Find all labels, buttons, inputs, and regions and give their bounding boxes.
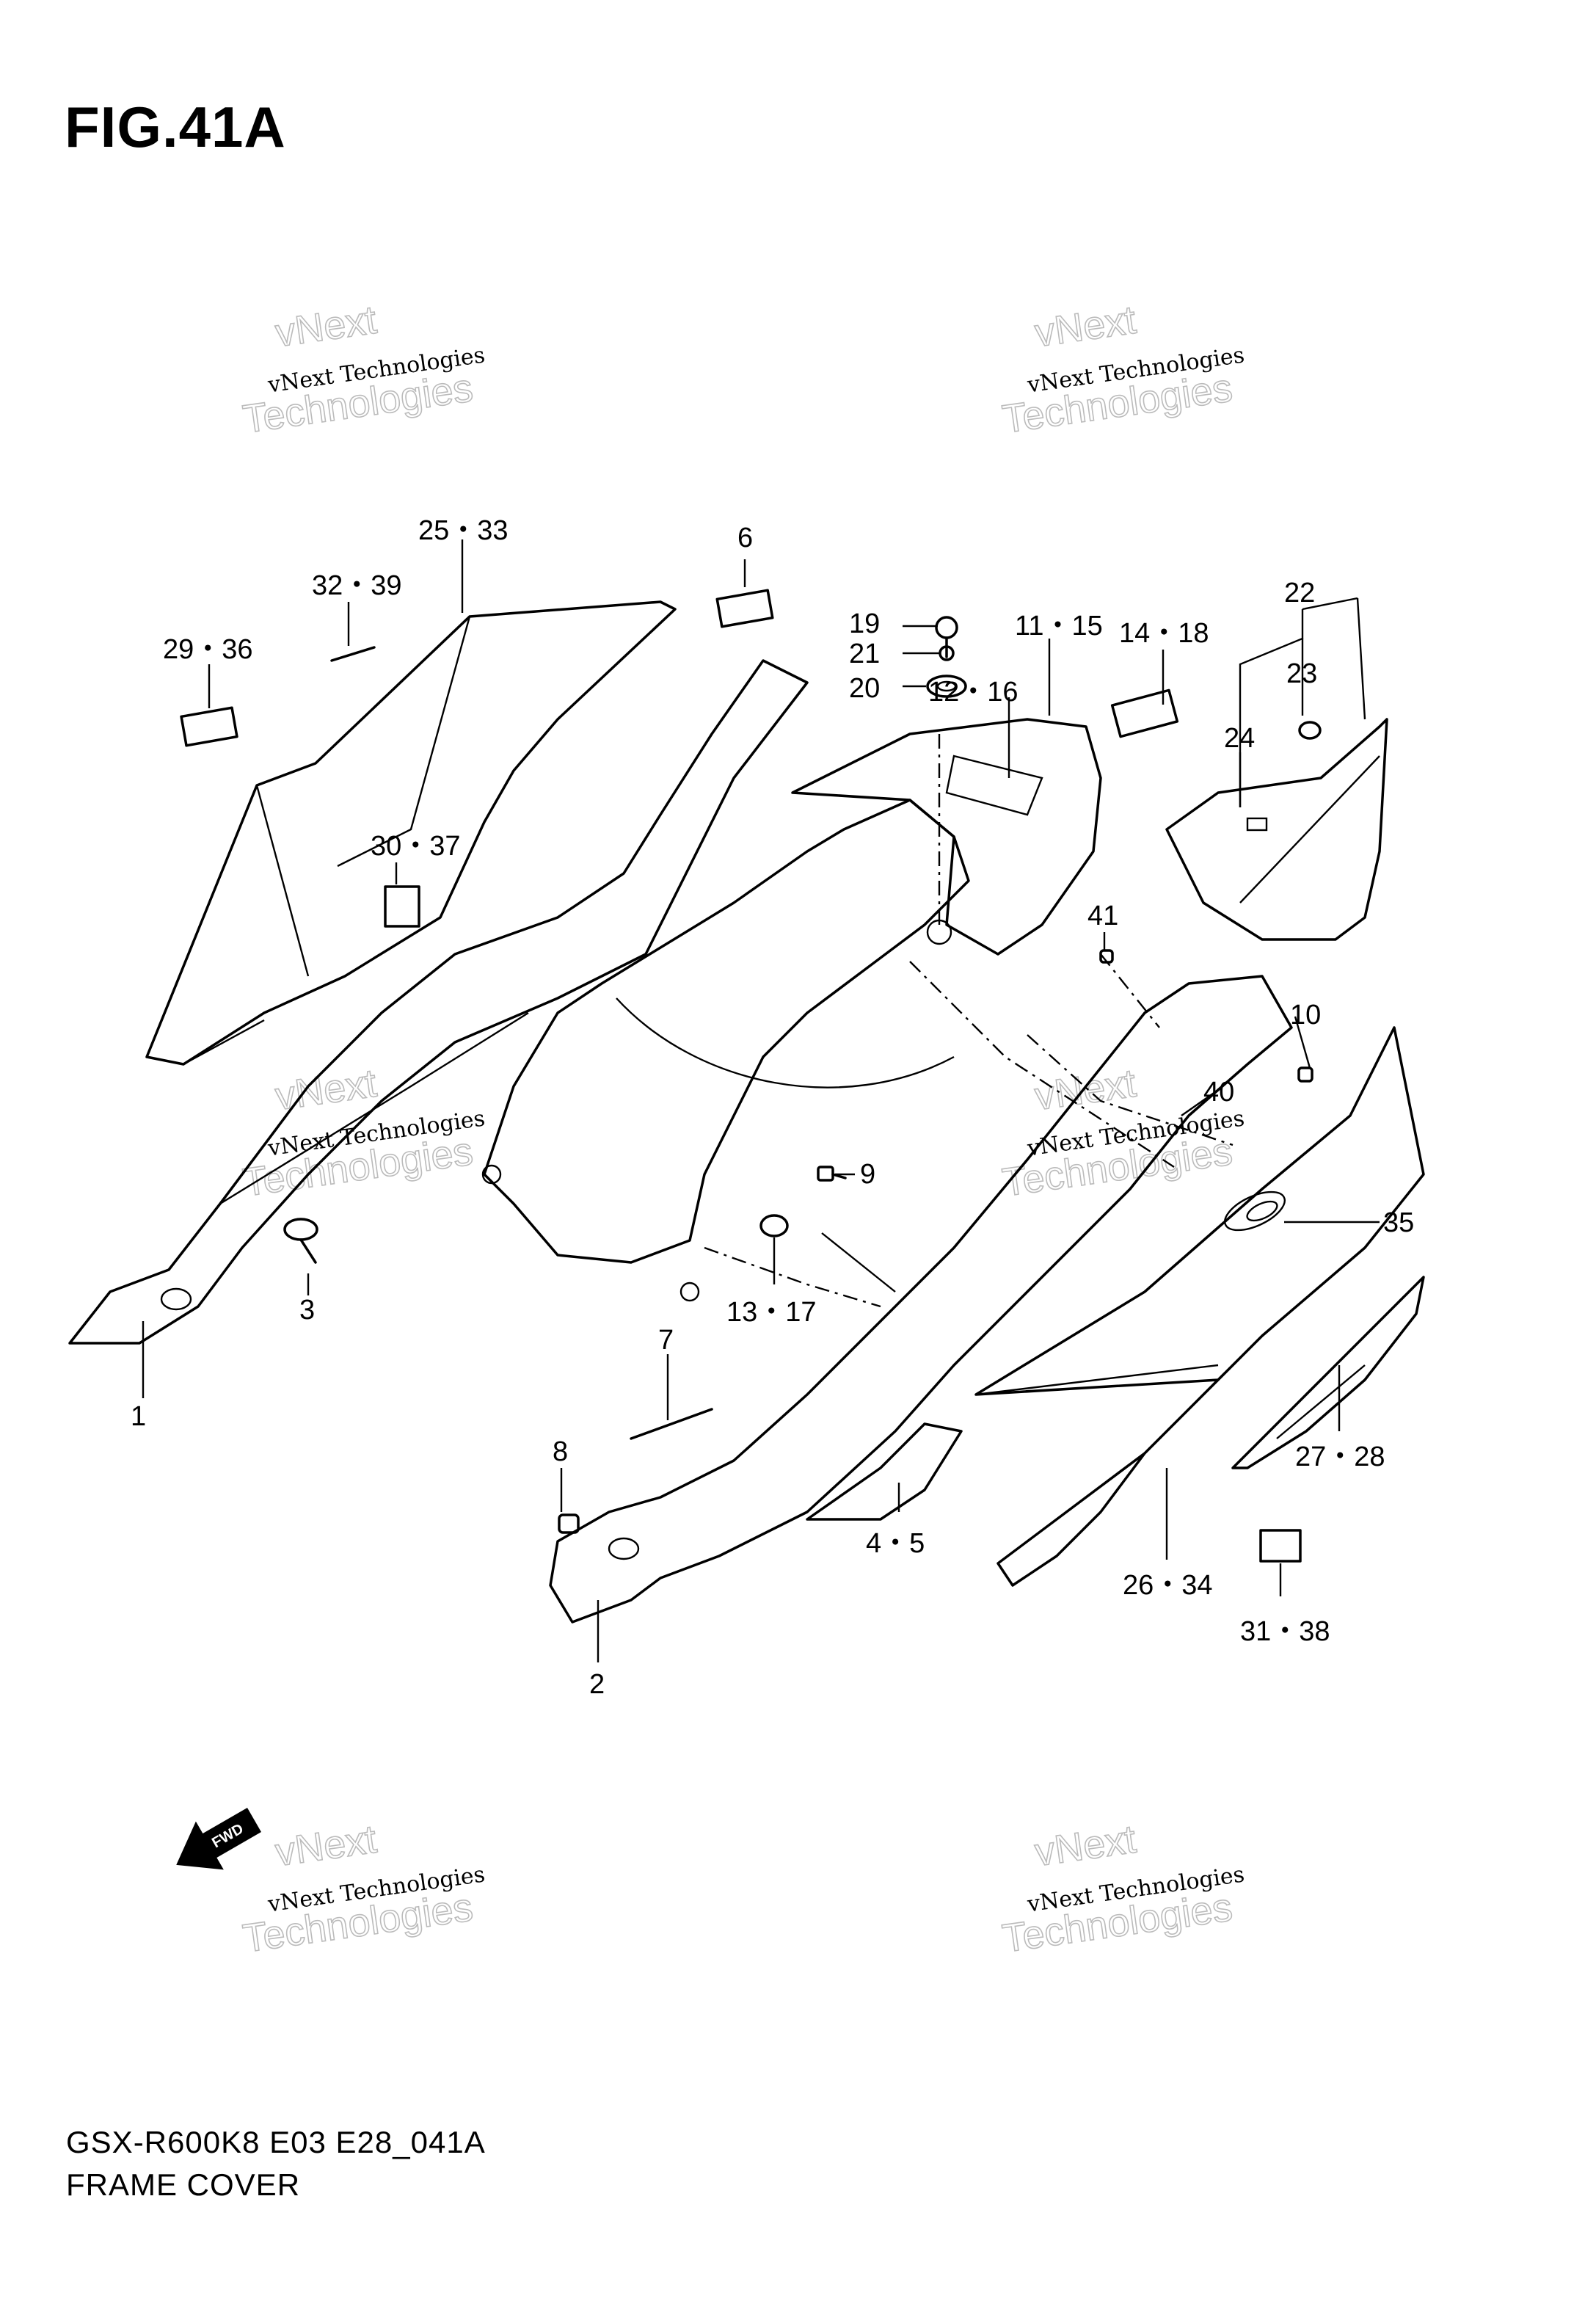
callout-11-15: 11・15 — [1015, 611, 1103, 641]
model-code: GSX-R600K8 E03 E28_041A — [66, 2125, 486, 2159]
part-13-17-nut — [759, 1214, 789, 1237]
callout-3: 3 — [299, 1295, 315, 1326]
callout-1: 1 — [131, 1401, 146, 1432]
watermark-mid-left: vNext vNext Technologies Technologies — [240, 1061, 487, 1206]
part-seat-cowl — [791, 718, 1102, 956]
callout-7: 7 — [658, 1325, 674, 1356]
callout-23: 23 — [1286, 658, 1317, 689]
callout-9: 9 — [860, 1159, 875, 1190]
callout-6: 6 — [737, 523, 753, 553]
part-20-grommet — [926, 675, 967, 698]
part-14-18-label — [1110, 688, 1179, 738]
watermark-bottom-right: vNext vNext Technologies Technologies — [999, 1817, 1246, 1962]
callout-22: 22 — [1284, 578, 1315, 608]
part-23-clip — [1298, 721, 1322, 740]
leader-lines — [142, 539, 1380, 1662]
part-3-clip — [283, 1218, 318, 1264]
forward-arrow-icon: FWD — [176, 1808, 261, 1870]
part-frame-cover-right — [549, 975, 1293, 1624]
watermark-bottom-left: vNext vNext Technologies Technologies — [240, 1817, 487, 1962]
part-frame-cover-left — [68, 659, 809, 1345]
callout-12-16: 12・16 — [928, 677, 1019, 708]
part-21-washer — [939, 645, 955, 661]
callout-2: 2 — [589, 1669, 605, 1700]
part-pad — [806, 1422, 963, 1521]
part-31-38-label — [1259, 1529, 1302, 1563]
callout-30-37: 30・37 — [371, 831, 461, 862]
callout-35: 35 — [1383, 1207, 1414, 1238]
callout-32-39: 32・39 — [312, 570, 402, 601]
callout-41: 41 — [1087, 901, 1118, 931]
part-6-pad — [715, 589, 774, 628]
part-tail-piece-right — [1231, 1276, 1425, 1469]
callout-29-36: 29・36 — [163, 634, 253, 665]
watermark-mid-right: vNext vNext Technologies Technologies — [999, 1061, 1246, 1206]
callout-25-33: 25・33 — [418, 515, 509, 546]
part-9-bolt — [817, 1166, 847, 1182]
svg-text:vNext: vNext — [273, 298, 379, 356]
callout-24: 24 — [1224, 723, 1255, 754]
part-inner-bracket-panel — [1165, 718, 1388, 941]
callout-21: 21 — [849, 639, 880, 669]
callout-40: 40 — [1203, 1077, 1234, 1108]
callout-27-28: 27・28 — [1295, 1442, 1385, 1472]
part-seat-tail-cover-left — [145, 600, 677, 1066]
part-side-cover-right — [974, 1026, 1425, 1587]
part-30-37-label — [384, 885, 420, 928]
callout-8: 8 — [553, 1436, 568, 1467]
part-8-nut — [558, 1513, 580, 1534]
callouts: 25・33 6 32・39 29・36 19 21 20 11・15 12・16… — [131, 515, 1414, 1700]
figure-title: FIG.41A — [65, 95, 286, 159]
svg-text:vNext: vNext — [273, 1817, 379, 1875]
callout-20: 20 — [849, 673, 880, 704]
callout-10: 10 — [1290, 1000, 1321, 1030]
svg-text:vNext: vNext — [1032, 1817, 1139, 1875]
assembly-lines — [704, 734, 1234, 1308]
callout-13-17: 13・17 — [726, 1297, 817, 1328]
callout-26-34: 26・34 — [1123, 1570, 1213, 1601]
callout-19: 19 — [849, 608, 880, 639]
part-10-bolt — [1297, 1066, 1313, 1083]
callout-4-5: 4・5 — [866, 1528, 925, 1559]
watermark-top-right: vNext vNext Technologies Technologies — [999, 297, 1246, 443]
part-32-39-strip — [330, 646, 376, 662]
part-29-36-label — [180, 706, 238, 747]
watermark-top-left: vNext vNext Technologies Technologies — [240, 297, 487, 443]
callout-14-18: 14・18 — [1119, 618, 1209, 649]
part-group-name: FRAME COVER — [66, 2167, 301, 2202]
part-tail-undertray — [481, 799, 970, 1302]
part-7-strip — [630, 1408, 713, 1440]
svg-text:vNext: vNext — [1032, 298, 1139, 356]
callout-31-38: 31・38 — [1240, 1616, 1330, 1647]
svg-text:vNext: vNext — [1032, 1061, 1139, 1119]
